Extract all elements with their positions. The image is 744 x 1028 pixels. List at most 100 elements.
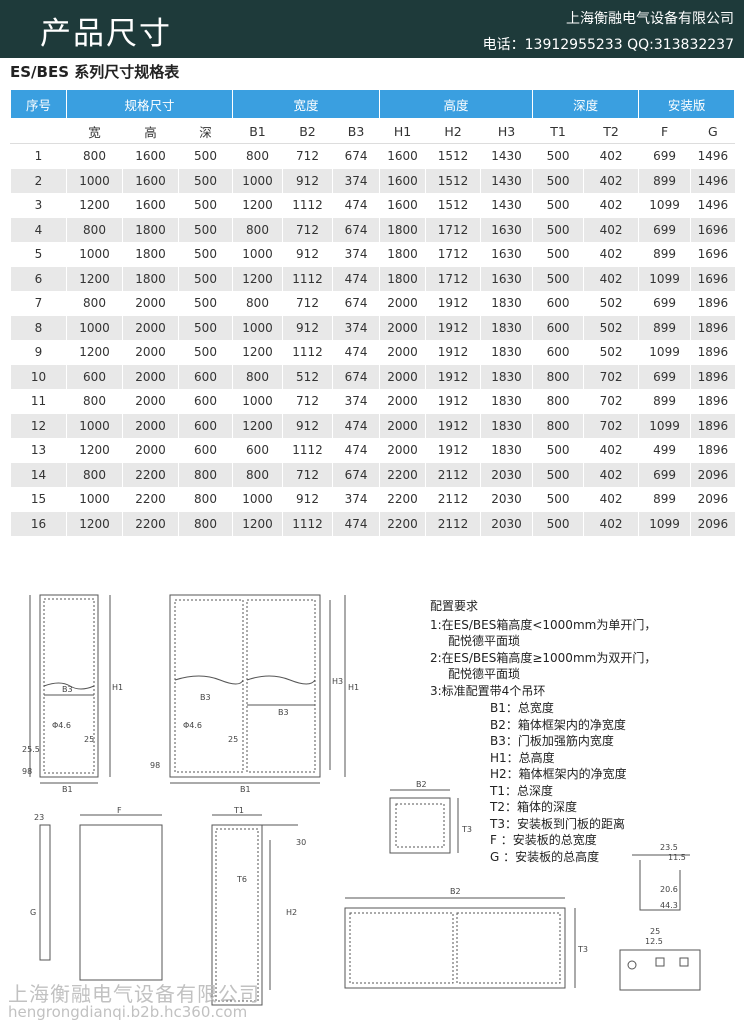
table-cell: 1600 [379,193,426,218]
table-cell: 1630 [480,242,533,267]
table-cell: 1912 [425,291,481,316]
label-b3-single: B3 [62,685,73,694]
sub-header-cell: B1 [232,118,283,144]
configuration-notes: 配置要求 1:在ES/BES箱高度<1000mm为单开门， 配悦德平面琐 2:在… [430,598,656,699]
table-cell: 2000 [379,413,426,438]
label-25-5: 25.5 [22,745,40,754]
label-25-hole: 25 [650,927,660,936]
table-cell: 5 [10,242,67,267]
table-cell: 1896 [690,413,735,438]
table-cell: 374 [331,242,380,267]
table-cell: 6 [10,266,67,291]
table-cell: 500 [532,168,584,193]
table-cell: 2200 [379,487,426,512]
table-cell: 1099 [638,193,691,218]
table-cell: 2112 [425,487,481,512]
depth-section-drawing [211,814,298,1006]
table-cell: 500 [178,168,233,193]
table-cell: 1099 [638,413,691,438]
table-cell: 1830 [480,364,533,389]
table-cell: 474 [331,266,380,291]
table-cell: 1912 [425,438,481,463]
table-cell: 2200 [379,511,426,536]
table-cell: 1000 [232,168,283,193]
table-cell: 500 [178,193,233,218]
table-cell: 499 [638,438,691,463]
table-cell: 899 [638,168,691,193]
table-cell: 800 [232,217,283,242]
table-cell: 1630 [480,266,533,291]
label-98-double: 98 [150,761,160,770]
table-cell: 2112 [425,511,481,536]
table-cell: 402 [583,511,639,536]
label-b2-small: B2 [416,780,427,789]
table-cell: 1496 [690,143,735,169]
table-cell: 15 [10,487,67,512]
legend-item: T2：箱体的深度 [490,800,577,814]
table-cell: 1512 [425,168,481,193]
table-cell: 502 [583,291,639,316]
table-cell: 500 [532,511,584,536]
table-cell: 12 [10,413,67,438]
label-h1-single: H1 [112,683,123,692]
col-group-depth: 深度 [532,89,640,119]
sub-header-cell [10,118,67,144]
table-cell: 899 [638,242,691,267]
table-cell: 1800 [379,217,426,242]
table-cell: 1200 [66,340,123,365]
table-cell: 1896 [690,315,735,340]
table-cell: 712 [282,217,333,242]
table-cell: 1000 [66,168,123,193]
sub-header-cell: B2 [282,118,333,144]
table-cell: 2200 [122,462,179,487]
note-line: 配悦德平面琐 [448,634,521,648]
table-cell: 500 [532,242,584,267]
table-cell: 2000 [122,315,179,340]
table-cell: 1200 [66,266,123,291]
sub-header-cell: T2 [583,118,639,144]
table-group-header: 序号 规格尺寸 宽度 高度 深度 安装版 [10,89,736,119]
table-cell: 899 [638,389,691,414]
table-cell: 1630 [480,217,533,242]
technical-drawings: B3 B1 H1 25.5 98 Φ4.6 25 B3 B3 B1 H3 H1 … [0,570,744,1024]
note-line: 1:在ES/BES箱高度<1000mm为单开门， [430,617,657,632]
label-t3-small: T3 [461,825,472,834]
table-cell: 1200 [66,511,123,536]
table-cell: 1112 [282,266,333,291]
table-cell: 2000 [379,389,426,414]
table-cell: 600 [178,389,233,414]
table-cell: 500 [178,217,233,242]
table-cell: 2000 [379,364,426,389]
sub-header-cell: 深 [178,118,233,144]
table-cell: 912 [282,487,333,512]
table-cell: 2000 [122,340,179,365]
table-cell: 1112 [282,340,333,365]
label-98-single: 98 [22,767,32,776]
table-cell: 1912 [425,364,481,389]
legend-item: T3：安装板到门板的距离 [490,816,625,831]
table-cell: 1 [10,143,67,169]
table-cell: 699 [638,364,691,389]
bracket-detail-drawing [632,854,690,911]
table-cell: 2096 [690,511,735,536]
table-cell: 702 [583,364,639,389]
table-title: ES/BES 系列尺寸规格表 [10,63,180,81]
label-b1-double: B1 [240,785,251,794]
table-cell: 2200 [122,511,179,536]
table-cell: 2000 [122,364,179,389]
table-cell: 1000 [66,242,123,267]
table-cell: 600 [532,340,584,365]
table-cell: 1000 [66,315,123,340]
table-cell: 699 [638,217,691,242]
table-cell: 1696 [690,217,735,242]
table-cell: 1112 [282,511,333,536]
table-cell: 800 [66,291,123,316]
